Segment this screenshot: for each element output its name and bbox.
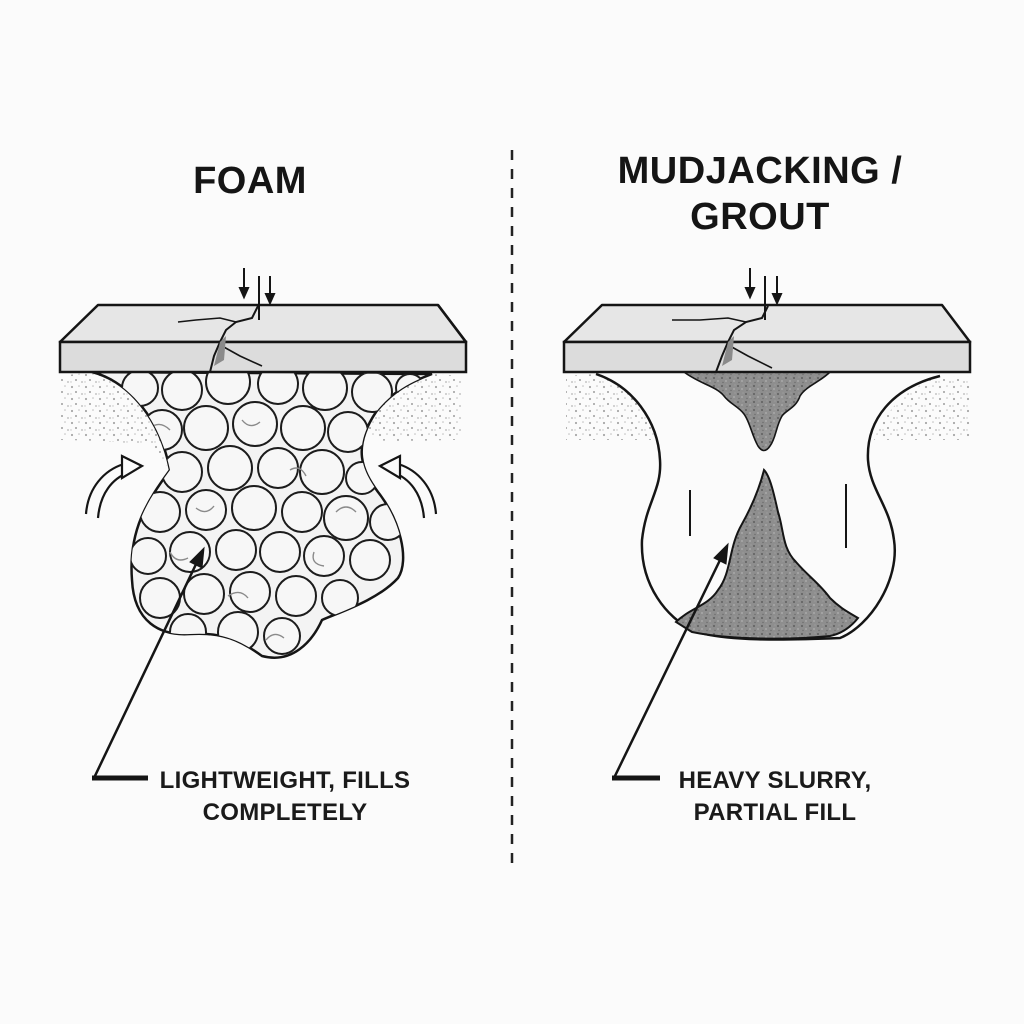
foam-caption-line-2: COMPLETELY xyxy=(202,799,368,826)
foam-expansion-arrows xyxy=(84,454,438,519)
mud-slab-crack xyxy=(715,305,769,373)
foam-soil-left xyxy=(60,372,170,470)
foam-caption-leader xyxy=(92,546,205,781)
foam-caption-line-1: LIGHTWEIGHT, FILLS xyxy=(159,767,411,794)
mud-soil-right xyxy=(874,376,970,440)
foam-cells xyxy=(121,372,425,655)
mud-soil-left xyxy=(566,374,660,440)
foam-slab-crack xyxy=(209,305,259,373)
foam-panel xyxy=(58,268,468,781)
foam-load-arrows xyxy=(238,268,276,320)
mudjacking-caption-line-1: HEAVY SLURRY, xyxy=(678,767,872,794)
mudjacking-title-line-1: MUDJACKING / xyxy=(617,150,903,192)
foam-title: FOAM xyxy=(193,160,307,202)
mud-load-arrows xyxy=(744,268,783,320)
foam-caption: LIGHTWEIGHT, FILLS COMPLETELY xyxy=(150,765,420,829)
mud-slurry-pile xyxy=(674,468,860,640)
mud-slurry-drip xyxy=(681,371,832,452)
mud-caption-leader xyxy=(612,542,729,781)
mudjacking-caption: HEAVY SLURRY, PARTIAL FILL xyxy=(660,765,890,829)
mud-slab-front xyxy=(562,340,972,374)
mudjacking-panel xyxy=(562,268,972,781)
foam-soil-right xyxy=(362,374,462,441)
mudjacking-title: MUDJACKING / GROUT xyxy=(560,148,960,240)
foam-slab-front xyxy=(58,340,468,374)
mudjacking-title-line-2: GROUT xyxy=(690,196,830,238)
foam-slab-top xyxy=(58,303,468,344)
mudjacking-caption-line-2: PARTIAL FILL xyxy=(693,799,857,826)
mud-slab-top xyxy=(562,303,972,344)
